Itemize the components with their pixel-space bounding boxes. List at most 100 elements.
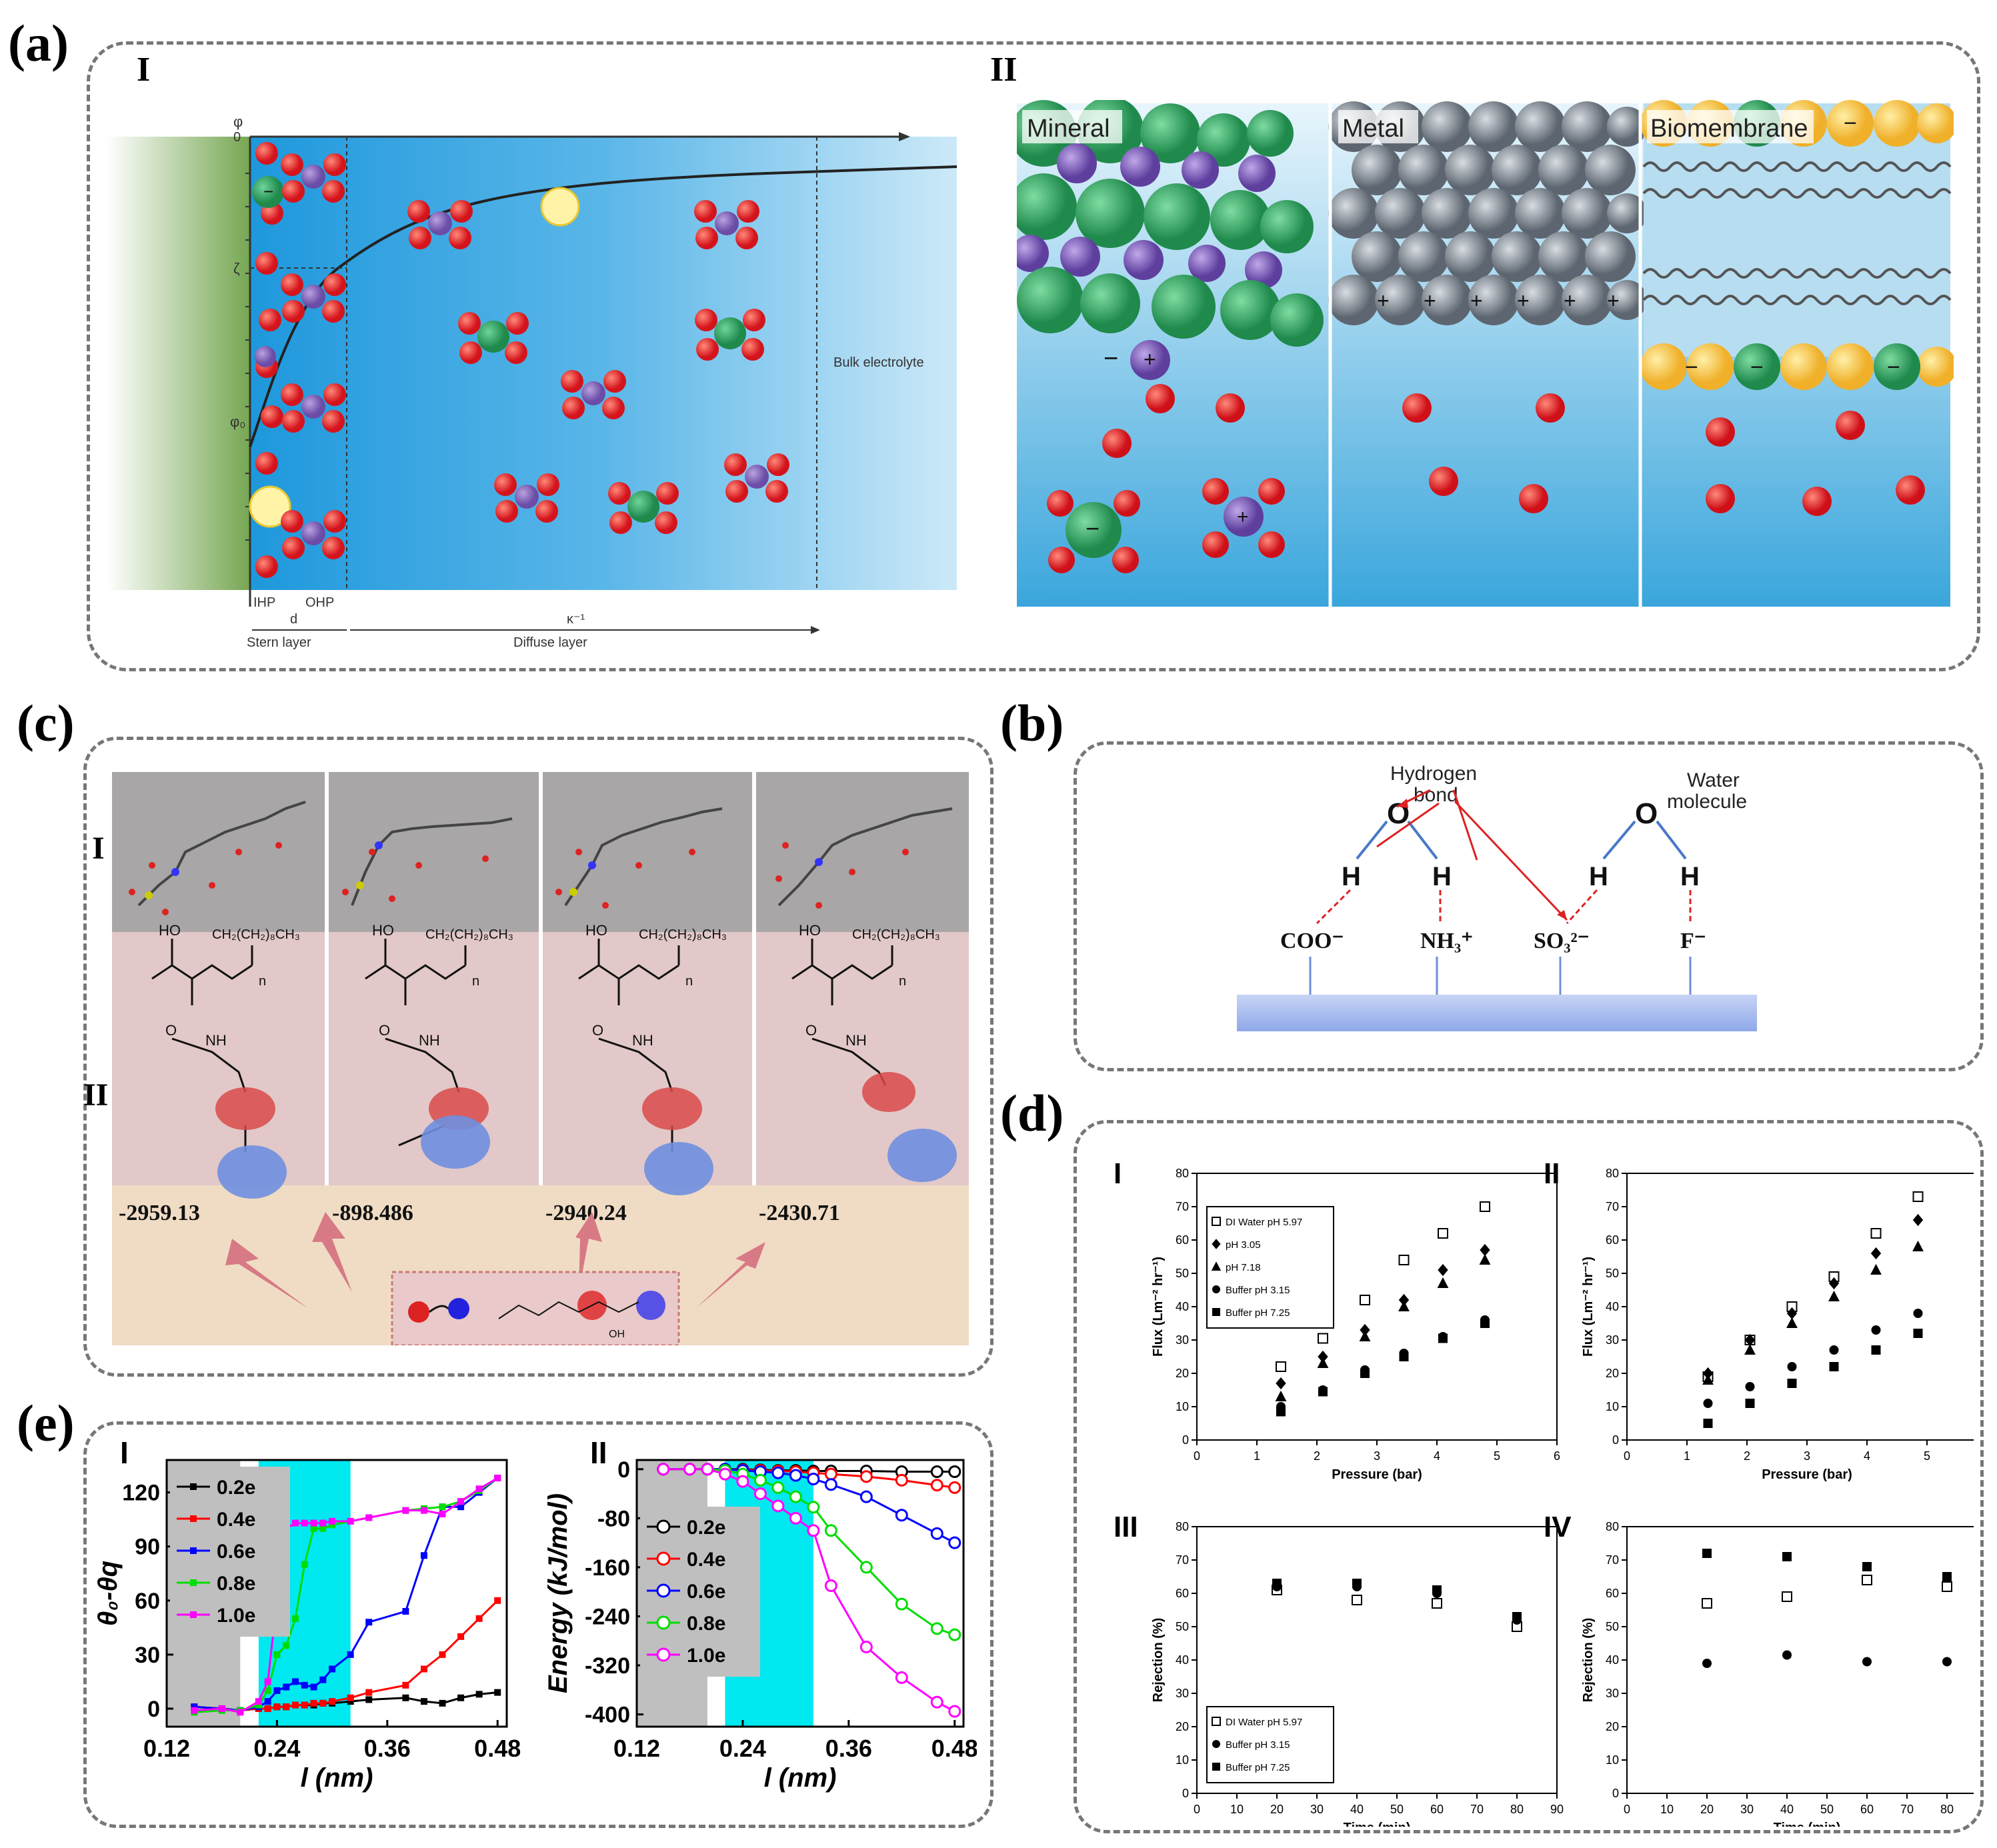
data-point-e-II-0.6e [895, 1509, 908, 1522]
data-point-e-I-0.6e [301, 1681, 308, 1689]
chart-d-III: III010203040506070809001020304050607080T… [1114, 1511, 1564, 1827]
chart-d-IV-frame [1626, 1526, 1974, 1794]
legend-marker [1212, 1308, 1220, 1316]
data-point-e-I-1.0e [301, 1519, 308, 1527]
data-point-e-I-0.2e [402, 1694, 409, 1701]
data-point-e-II-0.8e [771, 1481, 785, 1494]
c-ho-3: HO [585, 922, 607, 939]
data-point-e-I-0.6e [347, 1651, 354, 1658]
x-tick-label: 1 [1684, 1449, 1690, 1463]
data-point-e-II-0.8e [824, 1524, 837, 1537]
y-tick-label: 0 [1182, 1787, 1189, 1800]
legend-marker [190, 1579, 197, 1586]
x-tick-label: 70 [1470, 1803, 1484, 1816]
data-point-e-I-1.0e [264, 1678, 271, 1685]
c-ho-1: HO [159, 922, 181, 939]
legend-label: 0.8e [217, 1573, 255, 1595]
chart-d-IV: IV010203040506070809001020304050607080Ti… [1544, 1511, 1974, 1827]
data-point-d-III-s2 [1352, 1579, 1362, 1588]
x-tick-label: 0.36 [364, 1735, 411, 1762]
data-point-e-I-0.8e [329, 1521, 336, 1529]
data-point-e-I-1.0e [420, 1507, 427, 1514]
svg-text:+: + [1470, 289, 1483, 313]
legend-label: DI Water pH 5.97 [1226, 1717, 1302, 1728]
c-alkyl-1: CH₂(CH₂)₈CH₃ [212, 927, 300, 942]
data-point-e-I-0.2e [475, 1691, 483, 1698]
data-point-e-II-1.0e [895, 1671, 908, 1684]
y-tick-label: 30 [1606, 1687, 1619, 1700]
ihp-label: IHP [253, 595, 275, 610]
data-point-e-II-1.0e [789, 1511, 802, 1525]
mineral-label: Mineral [1027, 115, 1110, 143]
c-alkyl-2: CH₂(CH₂)₈CH₃ [425, 927, 513, 942]
data-point-e-I-0.4e [457, 1633, 465, 1640]
chart-e-I-frame [165, 1459, 508, 1728]
data-point-d-II-s4 [1703, 1419, 1713, 1428]
c-n-3: n [685, 974, 693, 989]
phi-label: φ [233, 113, 243, 130]
data-point-e-II-1.0e [807, 1524, 820, 1537]
svg-text:−: − [1685, 355, 1698, 380]
kappa-label: κ⁻¹ [567, 612, 585, 627]
hydrogen-1: H [1342, 862, 1361, 891]
panel-e-label: (e) [17, 1394, 75, 1452]
legend-marker [190, 1611, 197, 1618]
zeta-label: ζ [233, 260, 240, 277]
data-point-e-I-0.4e [420, 1665, 427, 1673]
group-f: F⁻ [1680, 929, 1706, 953]
data-point-d-I-s0 [1480, 1201, 1490, 1212]
x-tick-label: 20 [1270, 1803, 1284, 1816]
data-point-d-III-s0 [1432, 1598, 1442, 1609]
x-tick-label: 0.36 [825, 1735, 872, 1762]
data-point-d-I-s4 [1276, 1407, 1286, 1417]
legend-label: pH 7.18 [1226, 1262, 1261, 1273]
data-point-e-II-0.6e [824, 1478, 837, 1491]
data-point-e-I-0.6e [319, 1676, 327, 1683]
legend-label: pH 3.05 [1226, 1239, 1261, 1251]
legend-label: 1.0e [217, 1605, 255, 1627]
c-o-4: O [805, 1022, 817, 1039]
c-ho-4: HO [799, 922, 821, 939]
y-tick-label: 80 [1606, 1167, 1619, 1180]
data-point-d-IV-s1 [1862, 1657, 1872, 1667]
svg-text:−: − [1750, 355, 1764, 380]
data-point-e-II-0.4e [895, 1473, 908, 1487]
data-point-d-II-s2 [1828, 1290, 1840, 1301]
legend-label: Buffer pH 3.15 [1226, 1285, 1290, 1296]
x-tick-label: 40 [1780, 1803, 1794, 1816]
y-tick-label: -320 [585, 1653, 630, 1679]
data-point-e-I-0.2e [439, 1699, 446, 1707]
x-tick-label: 5 [1494, 1449, 1500, 1463]
legend-label: Buffer pH 7.25 [1226, 1762, 1290, 1773]
zero-label: 0 [233, 130, 241, 145]
data-point-e-I-0.6e [191, 1703, 198, 1711]
legend-marker [190, 1483, 197, 1490]
panel-d-label: (d) [1000, 1084, 1064, 1142]
chart-d-II-frame [1626, 1173, 1974, 1441]
data-point-d-II-s0 [1870, 1228, 1882, 1239]
data-point-e-II-0.8e [948, 1628, 961, 1641]
hbond-text-1: Hydrogen [1390, 763, 1477, 785]
data-point-e-I-1.0e [347, 1517, 354, 1525]
data-point-d-II-s1 [1870, 1247, 1882, 1260]
group-coo: COO⁻ [1280, 929, 1344, 953]
y-tick-label: 80 [1176, 1167, 1189, 1180]
data-point-e-I-0.4e [291, 1701, 299, 1709]
data-point-e-I-0.6e [420, 1552, 427, 1559]
d-label: d [290, 612, 297, 627]
biomembrane-label: Biomembrane [1650, 115, 1808, 143]
data-point-e-I-0.8e [283, 1642, 290, 1649]
data-point-e-I-0.8e [273, 1651, 281, 1658]
data-point-e-II-1.0e [948, 1705, 961, 1718]
legend-marker [1212, 1763, 1220, 1771]
y-tick-label: 60 [1176, 1233, 1189, 1247]
legend-label: Buffer pH 3.15 [1226, 1739, 1290, 1751]
svg-text:+: + [1607, 289, 1620, 313]
y-axis-title: θ₀-θq [93, 1561, 123, 1626]
y-tick-label: 90 [135, 1535, 160, 1560]
y-tick-label: -80 [597, 1506, 630, 1531]
data-point-e-II-1.0e [771, 1499, 785, 1513]
data-point-d-IV-s0 [1862, 1575, 1872, 1585]
